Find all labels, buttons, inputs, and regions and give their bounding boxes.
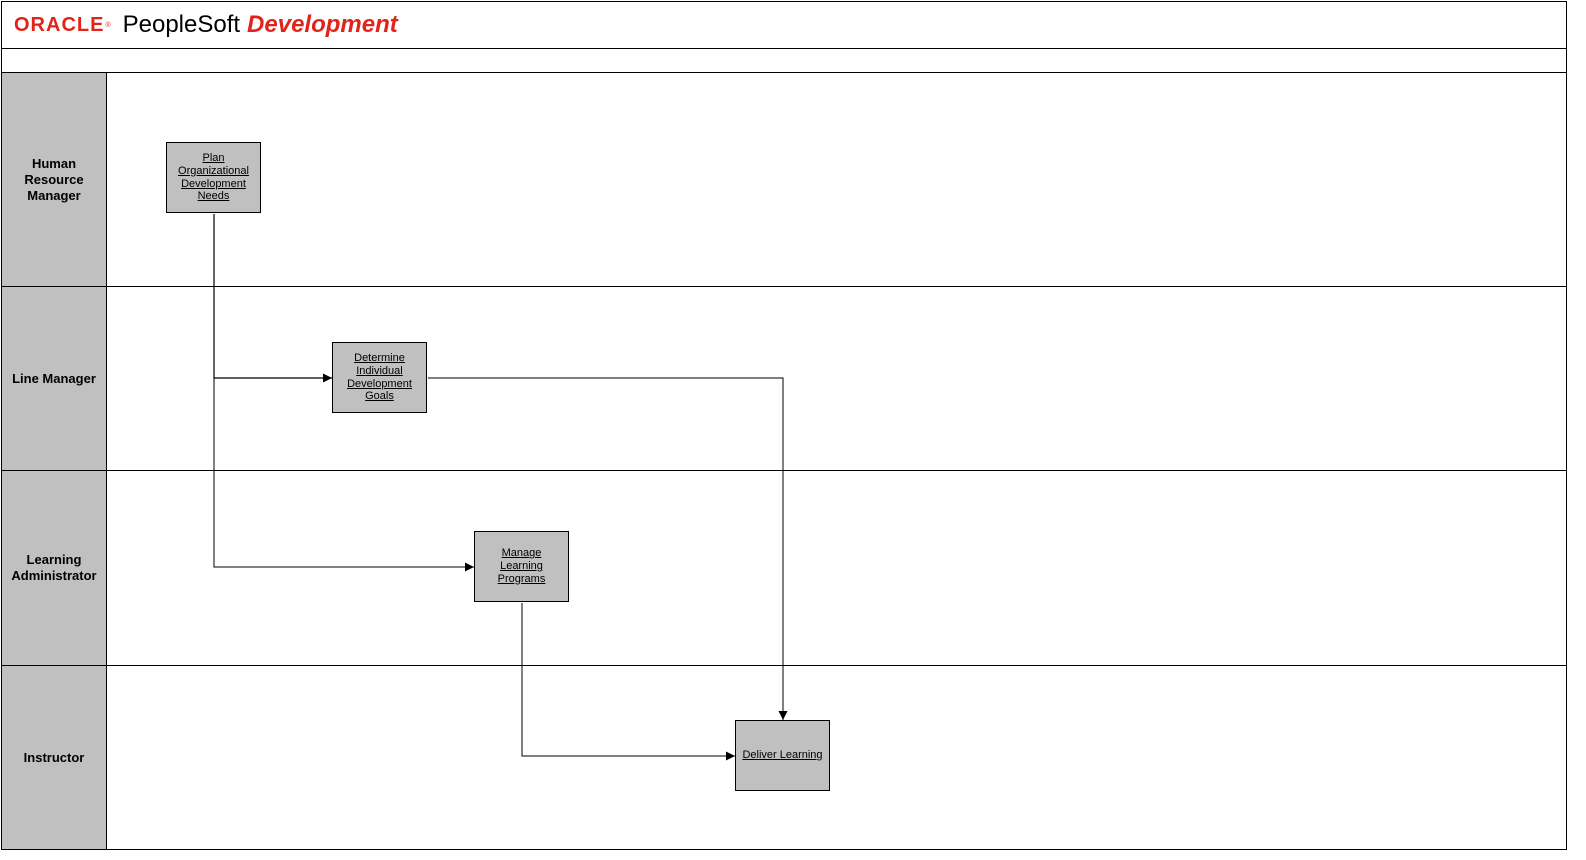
subheader-bar (2, 49, 1566, 73)
lane-instructor: Instructor (2, 666, 1566, 849)
process-link[interactable]: Deliver Learning (742, 749, 823, 762)
process-link[interactable]: Determine Individual Development Goals (347, 351, 412, 403)
registered-mark-icon: ® (105, 21, 111, 29)
process-manage-learning-programs[interactable]: Manage Learning Programs (474, 531, 569, 602)
lane-label: Learning Administrator (2, 471, 107, 665)
diagram-frame: ORACLE® PeopleSoft Development Human Res… (1, 1, 1567, 850)
product-name: PeopleSoft (122, 11, 241, 38)
lane-learning-administrator: Learning Administrator (2, 471, 1566, 666)
process-plan-organizational-development-needs[interactable]: Plan Organizational Development Needs (166, 142, 261, 213)
oracle-logo: ORACLE (14, 13, 105, 36)
process-link[interactable]: Plan Organizational Development Needs (178, 151, 249, 203)
process-determine-individual-development-goals[interactable]: Determine Individual Development Goals (332, 342, 427, 413)
lane-label: Human Resource Manager (2, 73, 107, 286)
diagram-header: ORACLE® PeopleSoft Development (2, 2, 1566, 49)
process-deliver-learning[interactable]: Deliver Learning (735, 720, 830, 791)
lane-label: Instructor (2, 666, 107, 849)
lane-label: Line Manager (2, 287, 107, 470)
lane-line-manager: Line Manager (2, 287, 1566, 471)
lane-human-resource-manager: Human Resource Manager (2, 73, 1566, 287)
header-logo: ORACLE® PeopleSoft Development (14, 11, 398, 39)
module-name: Development (247, 11, 398, 38)
process-link[interactable]: Manage Learning Programs (497, 547, 546, 585)
